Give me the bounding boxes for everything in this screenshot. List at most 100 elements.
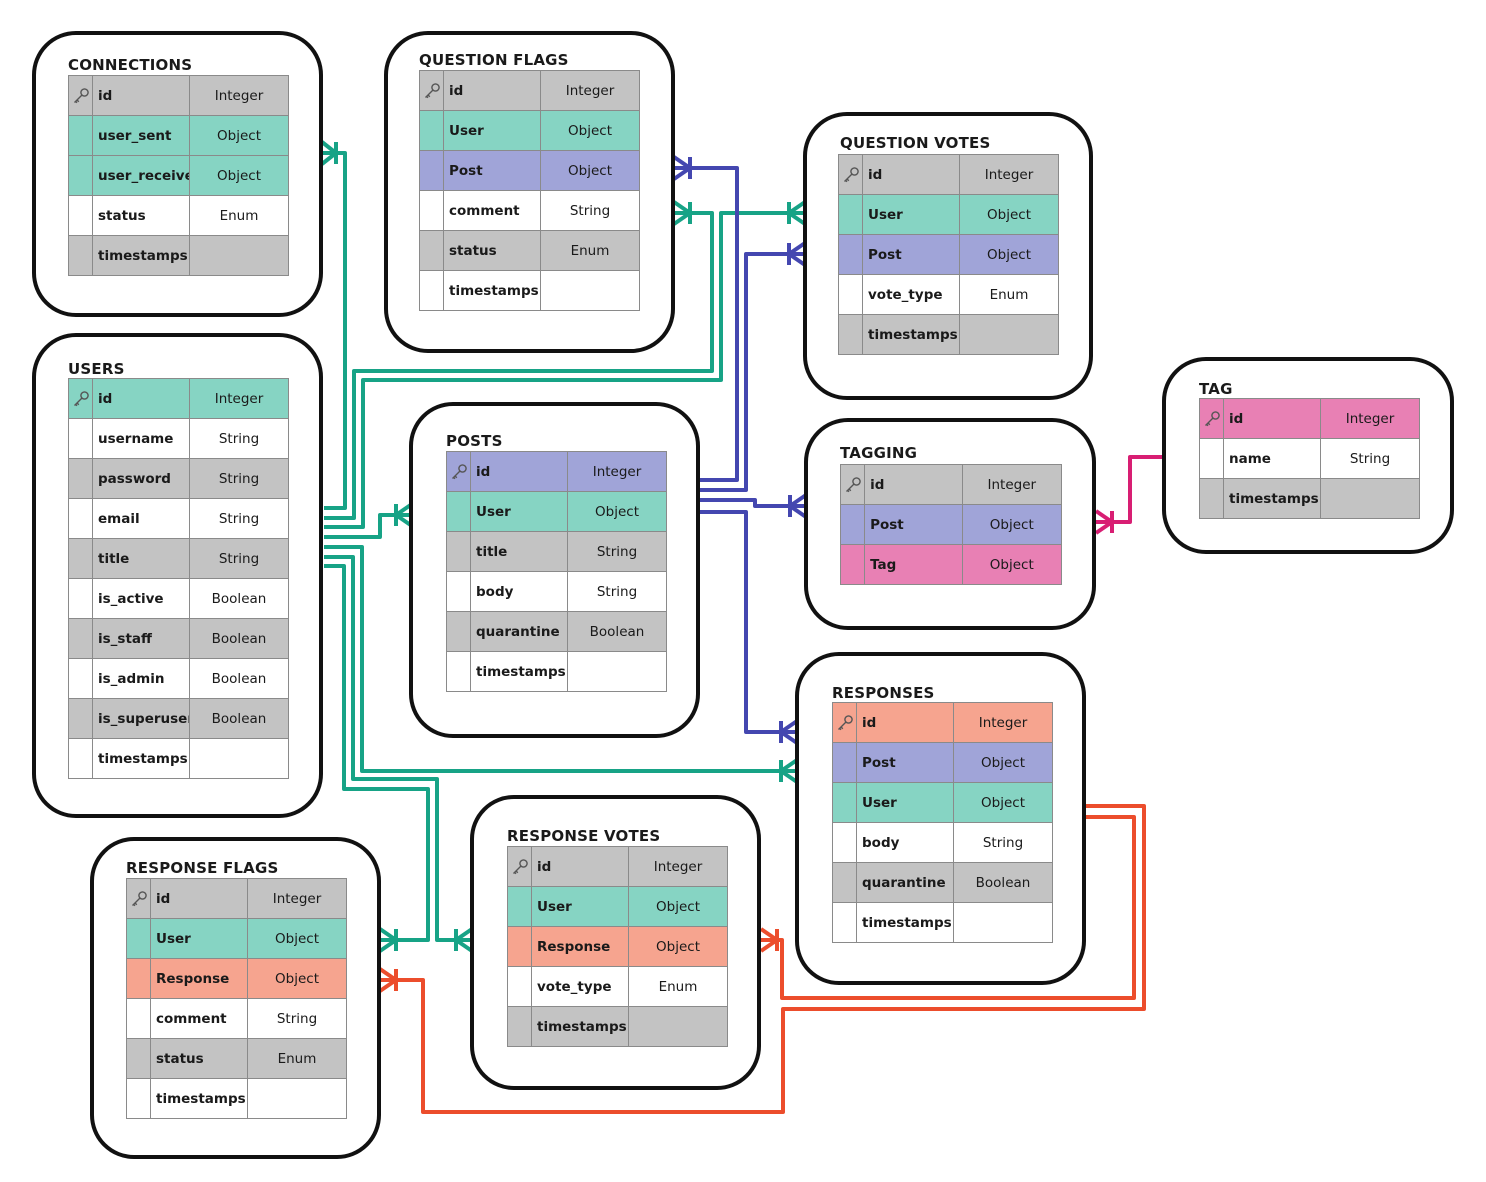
field-type: Enum (959, 274, 1059, 315)
field-name: id (856, 702, 954, 743)
key-cell (68, 618, 93, 659)
entity-title: TAG (1199, 380, 1233, 398)
key-icon-cell (1199, 398, 1224, 439)
field-name: Response (531, 926, 629, 967)
field-type: String (189, 418, 289, 459)
crow-foot-question-votes-post (785, 241, 807, 267)
field-type: String (247, 998, 347, 1039)
field-name: Post (856, 742, 954, 783)
key-icon-cell (838, 154, 863, 195)
key-cell (839, 504, 866, 545)
field-name: id (862, 154, 960, 195)
field-name: name (1223, 438, 1321, 479)
key-cell (68, 738, 93, 779)
field-name: timestamps (1223, 478, 1321, 519)
responses-to-response-flags-line (380, 804, 1146, 1114)
field-type (1320, 478, 1420, 519)
key-icon (837, 714, 853, 730)
key-cell (126, 918, 151, 959)
key-icon (451, 463, 467, 479)
key-cell (68, 658, 93, 699)
field-row: user_receivedObject (68, 155, 289, 196)
field-name: is_active (92, 578, 190, 619)
field-row: timestamps (126, 1078, 347, 1119)
key-icon-cell (832, 702, 857, 743)
field-name: body (856, 822, 954, 863)
crow-foot-tagging-post (786, 493, 808, 519)
field-type: Object (540, 150, 640, 191)
field-type: String (189, 538, 289, 579)
field-type: Object (628, 886, 728, 927)
key-icon (1204, 410, 1220, 426)
field-name: timestamps (531, 1006, 629, 1047)
field-type: Integer (247, 878, 347, 919)
field-row: timestamps (507, 1006, 728, 1047)
key-cell (832, 782, 857, 823)
crow-foot-connections (320, 140, 340, 166)
field-name: User (856, 782, 954, 823)
field-type: Object (961, 544, 1063, 585)
entity-title: POSTS (446, 432, 503, 450)
field-name: title (470, 531, 568, 572)
key-cell (68, 235, 93, 276)
field-type (189, 235, 289, 276)
field-type: Integer (567, 451, 667, 492)
field-type: String (189, 498, 289, 539)
crow-foot-question-votes-user (785, 200, 807, 226)
key-icon-cell (68, 378, 93, 419)
field-row: timestamps (68, 738, 289, 779)
field-row: timestamps (1199, 478, 1420, 519)
key-cell (507, 926, 532, 967)
field-name: timestamps (862, 314, 960, 355)
key-cell (419, 110, 444, 151)
field-type (628, 1006, 728, 1047)
field-type: Integer (1320, 398, 1420, 439)
field-type: Object (189, 115, 289, 156)
field-name: id (150, 878, 248, 919)
field-name: body (470, 571, 568, 612)
key-cell (446, 491, 471, 532)
key-cell (68, 115, 93, 156)
key-cell (68, 458, 93, 499)
field-type (567, 651, 667, 692)
key-cell (446, 571, 471, 612)
field-name: comment (443, 190, 541, 231)
key-cell (1199, 478, 1224, 519)
key-cell (839, 544, 866, 585)
entity-title: TAGGING (840, 444, 918, 462)
field-type: Integer (540, 70, 640, 111)
field-name: id (864, 464, 963, 505)
tag-links (1096, 455, 1165, 524)
field-type (959, 314, 1059, 355)
field-type: Enum (189, 195, 289, 236)
field-type: Enum (247, 1038, 347, 1079)
key-icon (843, 166, 859, 182)
key-cell (832, 862, 857, 903)
field-name: quarantine (470, 611, 568, 652)
field-type: Boolean (953, 862, 1053, 903)
key-icon (73, 87, 89, 103)
